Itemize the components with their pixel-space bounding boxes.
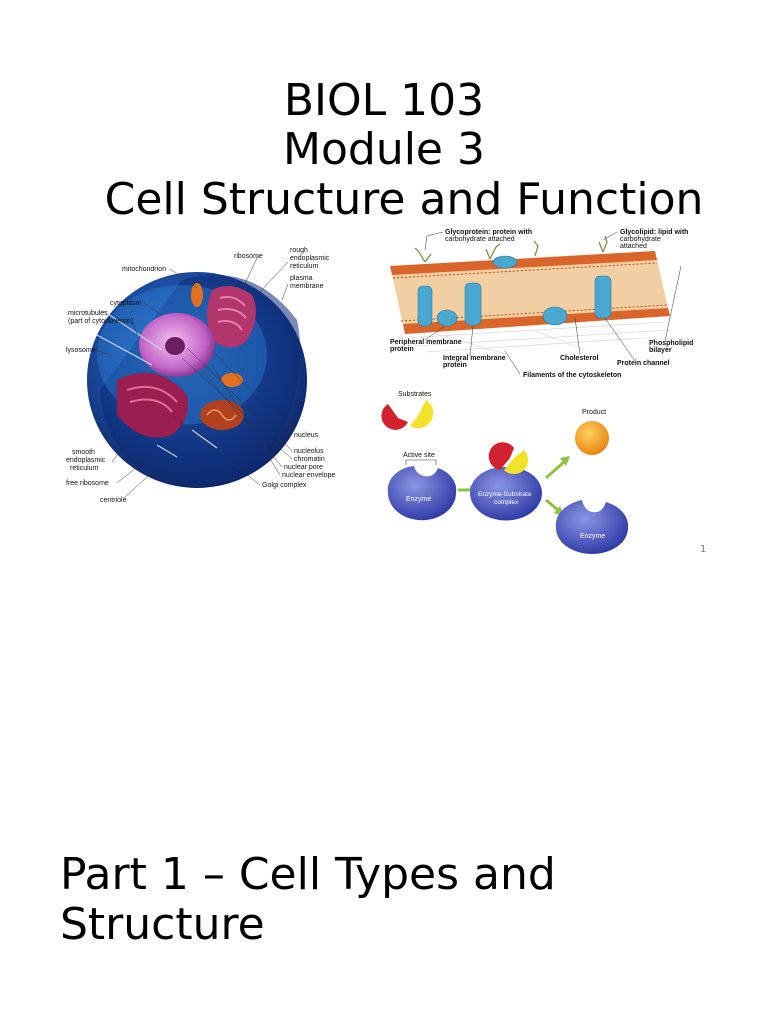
label-mitochondrion: mitochondrion [122,266,166,273]
label-smooth-er-2: endoplasmic [66,457,106,464]
enzyme-shape [388,466,456,520]
label-rough-er-2: endoplasmic [290,255,330,262]
label-phospholipid-2: bilayer [649,347,672,354]
label-glycolipid-3: attached [620,243,647,250]
label-chromatin: chromatin [294,456,325,463]
label-integral-2: protein [443,362,467,369]
nucleus-shape [139,313,215,377]
label-product: Product [582,409,606,416]
label-filaments: Filaments of the cytoskeleton [523,372,621,379]
label-nucleolus: nucleolus [294,448,324,455]
label-rough-er-3: reticulum [290,263,319,270]
label-glycolipid-2: carbohydrate [620,236,661,243]
label-complex-2: complex [494,499,519,506]
label-nuclear-pore: nuclear pore [284,464,323,471]
arrow-to-product [546,462,564,478]
label-cytoplasm: cytoplasm [110,300,142,307]
label-nuclear-envelope: nuclear envelope [282,472,335,479]
label-ribosome: ribosome [234,253,263,260]
label-peripheral-1: Peripheral membrane [390,339,462,346]
label-substrates: Substrates [398,391,432,398]
label-rough-er-1: rough [290,247,308,254]
label-microtubules-2: (part of cytoskeleton) [68,318,133,325]
label-smooth-er-3: reticulum [70,465,99,472]
title-topic: Cell Structure and Function [20,175,768,225]
label-plasma-membrane-2: membrane [290,283,324,290]
title-course: BIOL 103 [0,76,768,126]
part-heading: Part 1 – Cell Types and Structure [60,850,700,950]
substrate-shapes [381,400,433,430]
label-protein-channel: Protein channel [617,360,670,367]
arrow-to-enzyme [546,500,558,510]
label-free-ribosome: free ribosome [66,480,109,487]
page-number: 1 [700,544,706,555]
label-peripheral-2: protein [390,346,414,353]
animal-cell-figure: ribosome rough endoplasmic reticulum mit… [62,240,347,505]
label-plasma-membrane-1: plasma [290,275,313,282]
label-cholesterol: Cholesterol [560,355,599,362]
label-smooth-er-1: smooth [72,449,95,456]
title-module: Module 3 [0,125,768,175]
label-enzyme: Enzyme [406,496,431,503]
enzyme-released-shape [556,500,628,554]
label-enzyme-2: Enzyme [580,533,605,540]
active-site-bracket [406,460,436,465]
label-integral-1: Integral membrane [443,355,506,362]
label-complex-1: Enzyme-Substrate [478,491,532,498]
product-shape [575,421,609,455]
label-golgi: Golgi complex [262,482,307,489]
label-lysosome: lysosome [66,347,96,354]
label-nucleus: nucleus [294,432,319,439]
enzyme-figure: Substrates Product Active site Enzyme En… [378,388,638,560]
cell-membrane-figure: Glycoprotein: protein with carbohydrate … [385,226,705,384]
label-centriole: centriole [100,497,127,504]
label-active-site: Active site [403,452,435,459]
label-microtubules-1: microtubules [68,310,108,317]
label-phospholipid-1: Phospholipid [649,340,693,347]
label-glycoprotein-2: carbohydrate attached [445,236,515,243]
label-glycoprotein: Glycoprotein: protein with [445,229,532,236]
label-glycolipid: Glycolipid: lipid with [620,229,688,236]
